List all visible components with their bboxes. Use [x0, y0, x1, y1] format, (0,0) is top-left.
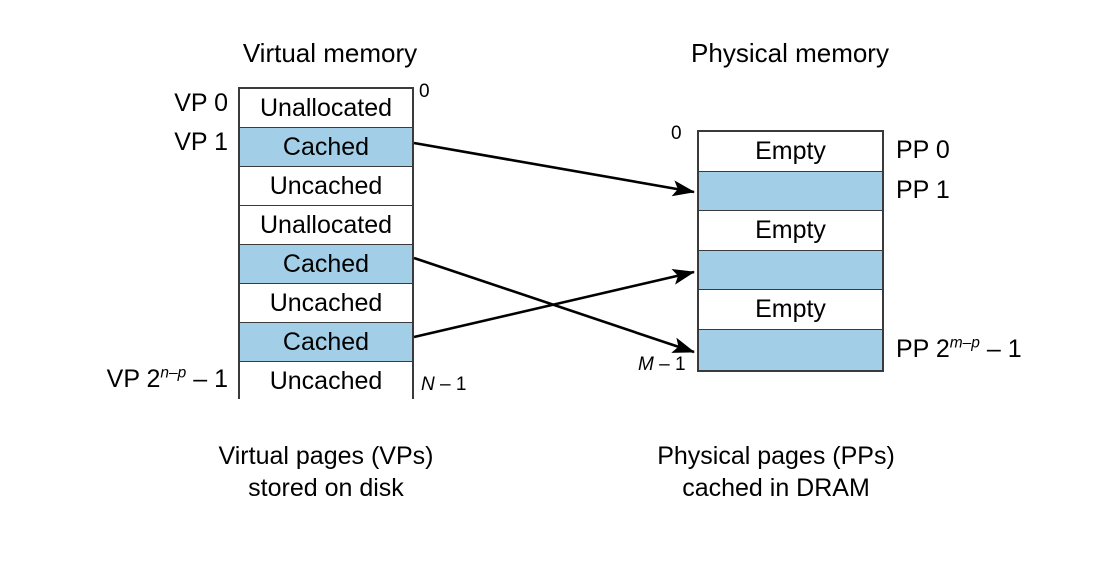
- physical-page-row: [699, 250, 882, 291]
- virtual-memory-title: Virtual memory: [242, 38, 418, 68]
- virtual-page-row: Uncached: [240, 167, 412, 206]
- physical-pages-caption: Physical pages (PPs) cached in DRAM: [586, 440, 966, 504]
- physical-page-index-last-exponent: m–p: [949, 334, 980, 352]
- virtual-page-row: Cached: [240, 128, 412, 167]
- virtual-page-index-last-exponent: n–p: [160, 364, 187, 382]
- virtual-page-index-vp1: VP 1: [174, 128, 228, 156]
- virtual-page-row: Uncached: [240, 284, 412, 323]
- physical-address-top-index: 0: [671, 123, 682, 144]
- virtual-page-row: Cached: [240, 323, 412, 362]
- virtual-address-bottom-index-rest: – 1: [434, 374, 467, 395]
- physical-pages-caption-line2: cached in DRAM: [682, 474, 870, 502]
- virtual-page-row: Unallocated: [240, 89, 412, 128]
- virtual-address-bottom-index-symbol: N: [421, 374, 435, 395]
- physical-memory-title: Physical memory: [691, 38, 889, 68]
- physical-address-bottom-index: M – 1: [638, 355, 686, 375]
- physical-page-label: Empty: [755, 136, 826, 165]
- virtual-page-label: Cached: [282, 249, 370, 278]
- virtual-pages-caption-line2: stored on disk: [248, 474, 404, 502]
- virtual-pages-caption: Virtual pages (VPs) stored on disk: [136, 440, 516, 504]
- virtual-page-row: Uncached: [240, 362, 412, 401]
- virtual-address-top-index: 0: [419, 81, 430, 102]
- physical-page-row: [699, 329, 882, 370]
- physical-page-index-pp0: PP 0: [896, 136, 950, 164]
- virtual-page-row: Unallocated: [240, 206, 412, 245]
- virtual-page-label: Cached: [282, 132, 370, 161]
- physical-page-row: Empty: [699, 132, 882, 172]
- mapping-arrow: [413, 268, 696, 339]
- virtual-page-label: Uncached: [269, 171, 383, 200]
- virtual-page-index-vp0: VP 0: [174, 89, 228, 117]
- virtual-page-index-last-suffix: – 1: [186, 365, 228, 393]
- physical-page-row: Empty: [699, 211, 882, 251]
- virtual-page-label: Uncached: [269, 367, 383, 395]
- physical-page-row: Empty: [699, 290, 882, 330]
- physical-page-index-last-prefix: PP 2: [896, 335, 950, 363]
- physical-page-index-pp1: PP 1: [896, 176, 950, 204]
- virtual-page-label: Uncached: [269, 288, 383, 317]
- physical-memory-table: Empty Empty Empty: [697, 130, 884, 372]
- physical-page-index-last: PP 2m–p – 1: [896, 334, 1022, 363]
- virtual-pages-caption-line1: Virtual pages (VPs): [218, 442, 434, 470]
- mapping-arrow: [413, 256, 695, 354]
- physical-page-label: Empty: [755, 295, 826, 324]
- virtual-page-row: Cached: [240, 245, 412, 284]
- physical-pages-caption-line1: Physical pages (PPs): [657, 442, 895, 470]
- virtual-page-label: Unallocated: [259, 93, 393, 122]
- physical-address-bottom-index-rest: – 1: [653, 354, 686, 375]
- physical-page-label: Empty: [755, 215, 826, 244]
- virtual-page-label: Unallocated: [259, 210, 393, 239]
- virtual-memory-table: Unallocated Cached Uncached Unallocated …: [238, 87, 414, 401]
- mapping-arrow: [413, 141, 696, 197]
- physical-page-row: [699, 171, 882, 212]
- virtual-page-label: Cached: [282, 327, 370, 356]
- virtual-page-index-last-prefix: VP 2: [106, 365, 161, 393]
- physical-address-bottom-index-symbol: M: [638, 354, 654, 375]
- virtual-address-bottom-index: N – 1: [421, 375, 466, 395]
- virtual-page-index-last: VP 2n–p – 1: [20, 364, 228, 393]
- physical-page-index-last-suffix: – 1: [979, 335, 1022, 363]
